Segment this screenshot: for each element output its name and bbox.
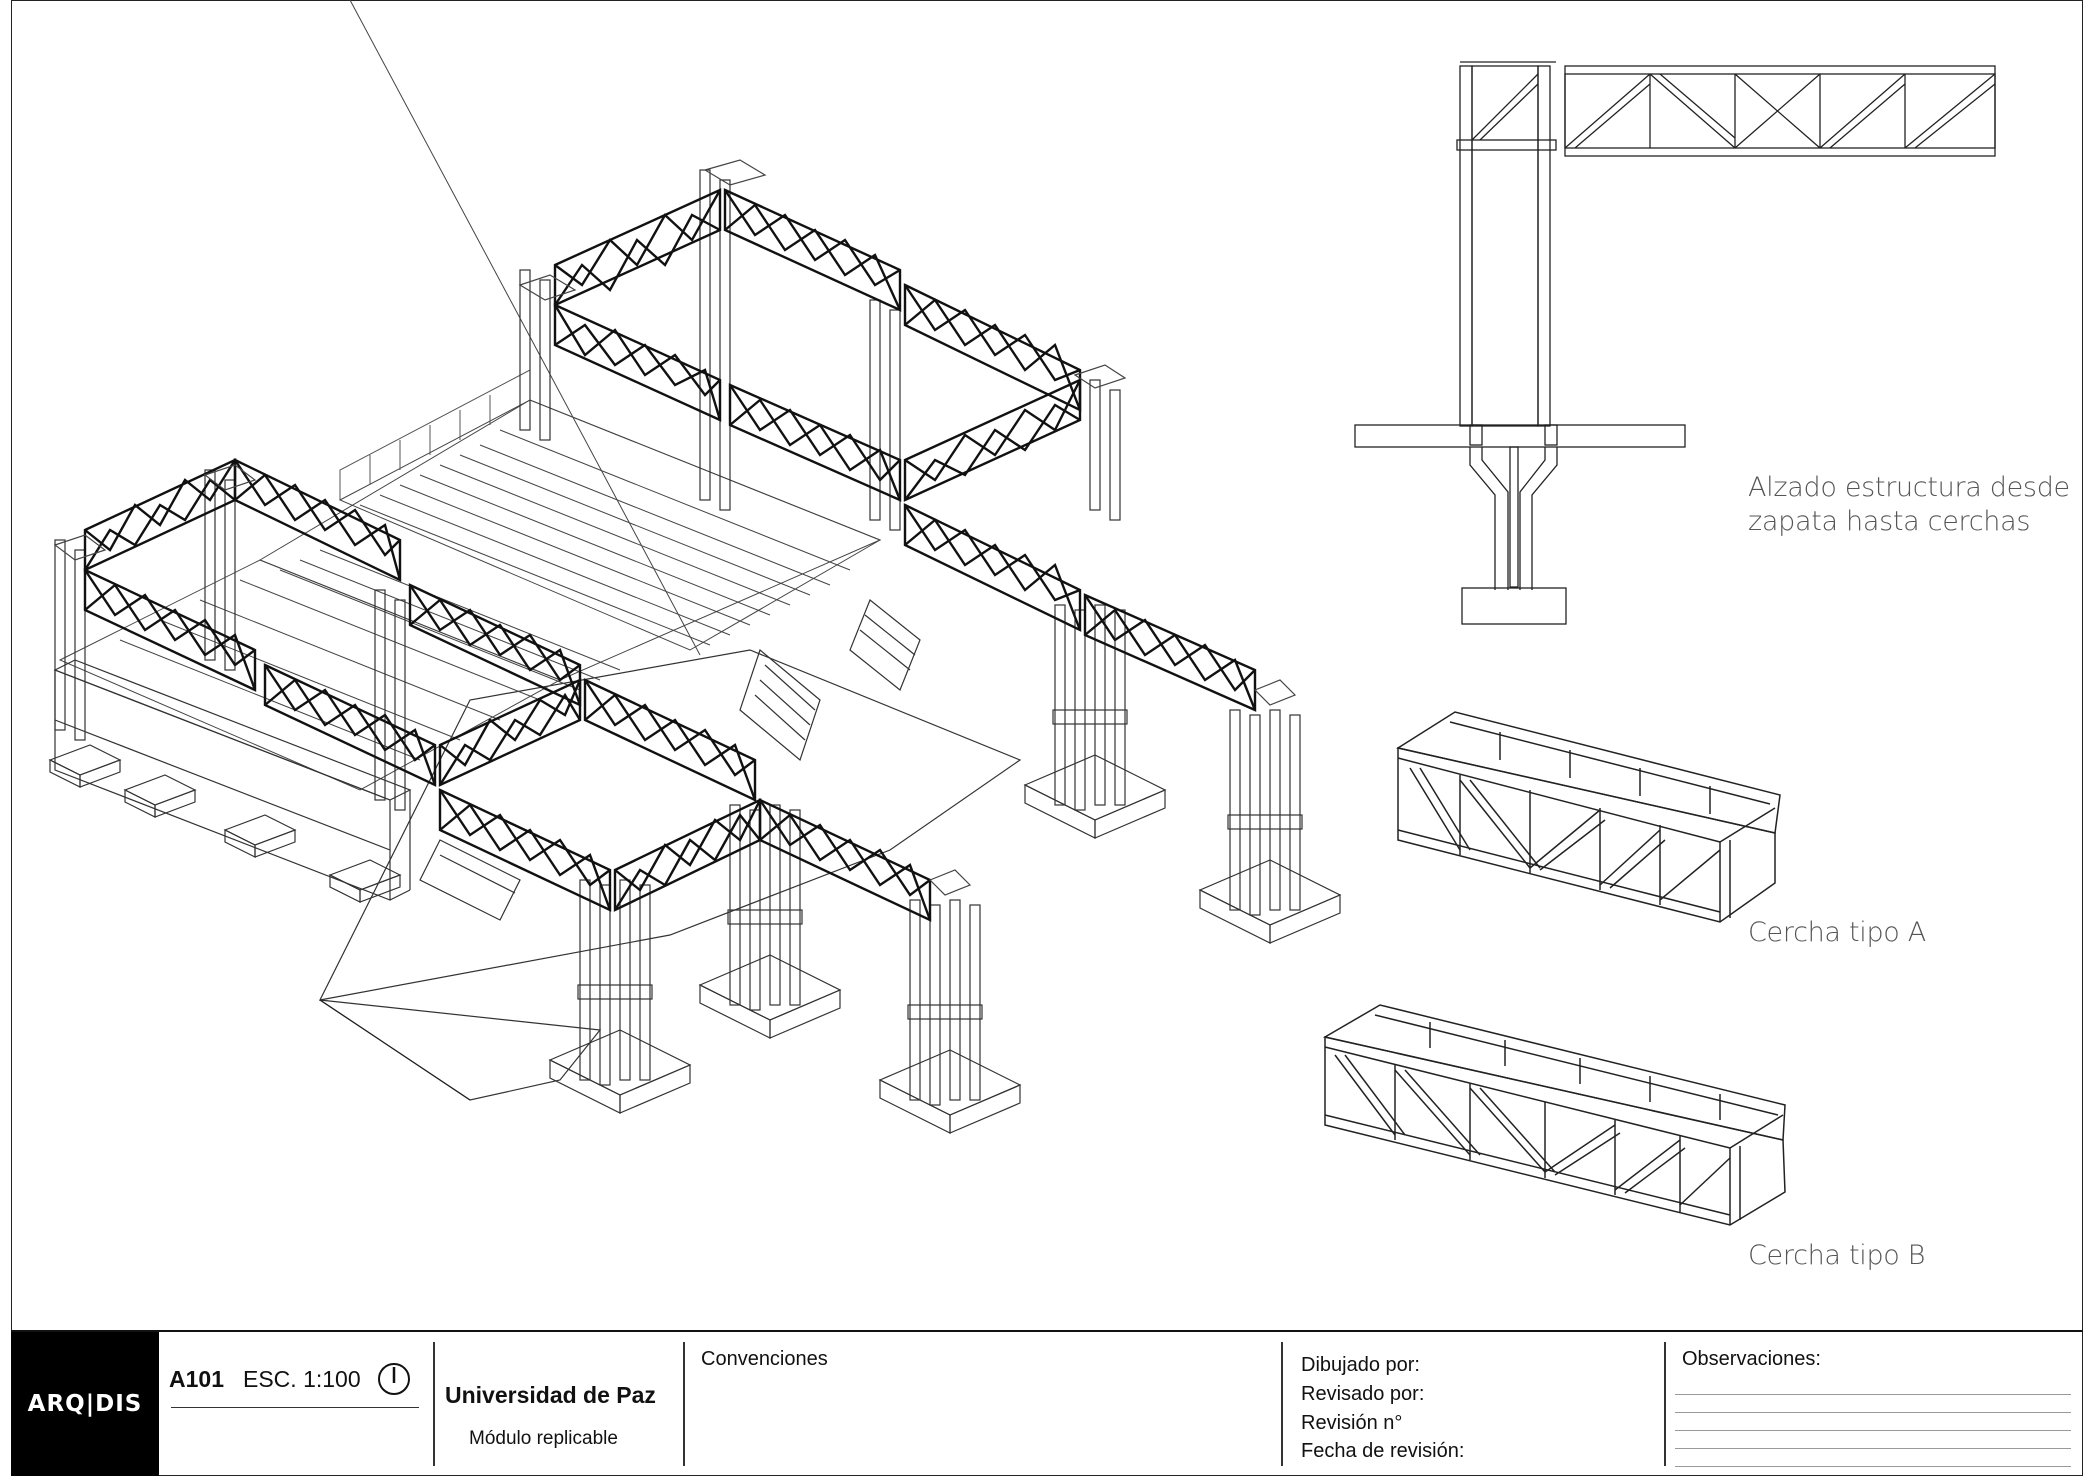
column: [727, 804, 803, 1011]
footing-large: [548, 1029, 692, 1114]
elevation-caption-line1: Alzado estructura desde: [1748, 472, 2070, 503]
truss: [438, 788, 612, 912]
project-subtitle: Módulo replicable: [469, 1428, 618, 1449]
truss: [728, 383, 902, 502]
drawn-by-label: Dibujado por:: [1301, 1354, 1420, 1376]
roof-trusses: [83, 188, 1257, 922]
deck-floor: [58, 0, 882, 791]
project-title: Universidad de Paz: [445, 1382, 656, 1408]
truss-b-caption: Cercha tipo B: [1748, 1240, 1926, 1271]
truss: [83, 568, 257, 692]
truss: [553, 303, 722, 422]
drawing-sheet: [11, 0, 2083, 1476]
truss: [553, 188, 722, 307]
truss: [903, 503, 1082, 632]
left-platform: [53, 659, 412, 901]
axonometric-structure: [48, 0, 1342, 1134]
truss: [903, 378, 1082, 502]
revision-number-label: Revisión n°: [1301, 1412, 1403, 1434]
truss-a-caption: Cercha tipo A: [1748, 917, 1926, 948]
truss: [83, 458, 237, 572]
columns: [54, 169, 1303, 1106]
truss: [758, 798, 932, 922]
truss-type-a: [1396, 711, 1781, 923]
column-heads: [53, 159, 1297, 896]
truss: [233, 458, 402, 582]
drawing-area: [48, 0, 1996, 1226]
truss: [583, 678, 757, 802]
stairs: [419, 599, 921, 921]
revision-date-label: Fecha de revisión:: [1301, 1440, 1465, 1462]
truss: [438, 678, 582, 787]
observations-label: Observaciones:: [1682, 1348, 1821, 1370]
ground-slab: [318, 649, 1022, 1001]
north-arrow-icon: [378, 1363, 410, 1395]
truss: [723, 188, 902, 312]
reviewed-by-label: Revisado por:: [1301, 1383, 1425, 1405]
title-block: ARQ|DIS A101 ESC. 1:100 Universidad de P…: [11, 1330, 2083, 1476]
column: [907, 899, 983, 1106]
column: [1227, 709, 1303, 916]
truss: [263, 663, 437, 787]
sheet-number: A101: [169, 1366, 224, 1392]
truss: [613, 798, 762, 912]
elevation-caption-line2: zapata hasta cerchas: [1748, 506, 2031, 537]
truss-type-b: [1322, 1004, 1786, 1226]
column: [577, 879, 653, 1086]
truss: [408, 583, 582, 707]
logo: ARQ|DIS: [11, 1332, 159, 1476]
conventions-label: Convenciones: [701, 1348, 828, 1370]
scale-label: ESC. 1:100: [243, 1366, 361, 1392]
footings: [48, 744, 1342, 1134]
scale-underline: [171, 1407, 419, 1408]
truss: [1083, 593, 1257, 712]
column: [1052, 604, 1128, 811]
elevation-drawing: [1354, 61, 1996, 625]
